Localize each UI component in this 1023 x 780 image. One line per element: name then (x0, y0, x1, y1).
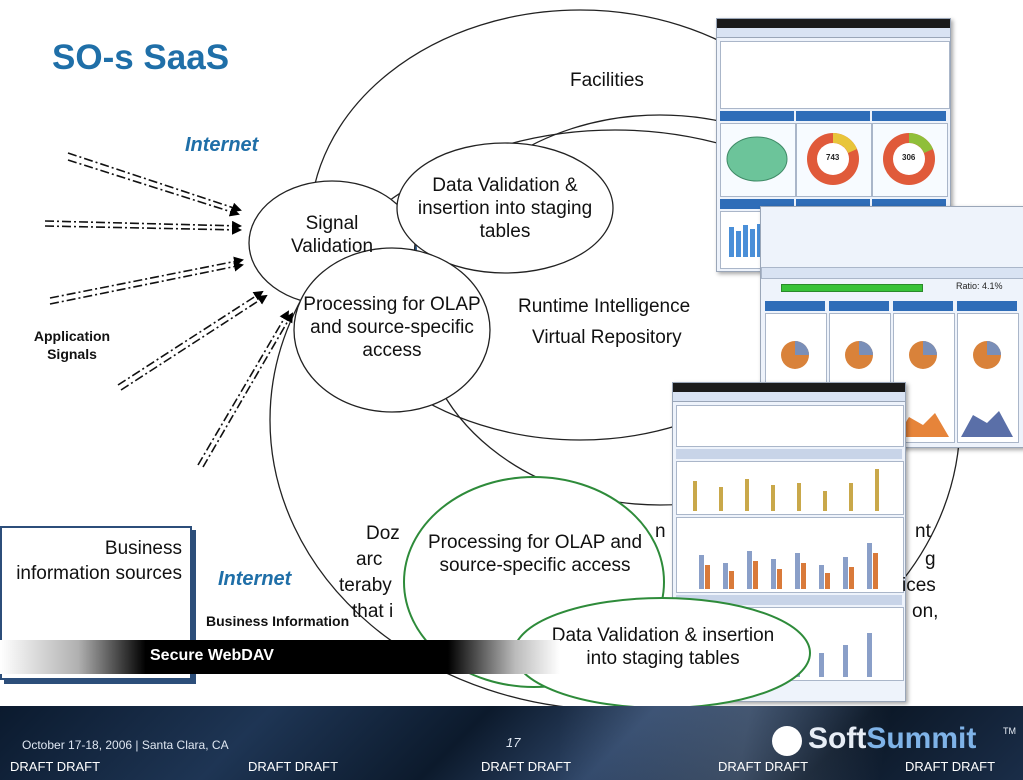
processing-top-label: Processing for OLAP and source-specific … (303, 294, 481, 361)
data-validation-top-bubble (396, 142, 614, 274)
data-validation-top-label: Data Validation & insertion into staging… (417, 175, 593, 242)
obscured-text-8: ices (902, 575, 936, 596)
business-information-label: Business Information (206, 613, 350, 629)
chart-count-1: 743 (826, 153, 840, 162)
runtime-intelligence-label: Runtime Intelligence (518, 296, 691, 317)
slide-title: SO-s SaaS (52, 38, 230, 77)
obscured-text-2: arc (356, 549, 383, 570)
virtual-repository-label: Virtual Repository (532, 327, 682, 348)
secure-webdav-bar (0, 640, 560, 674)
footer-band (0, 706, 1023, 780)
logo-trademark: TM (1003, 726, 1016, 736)
signal-arrows (44, 152, 294, 468)
footer-date: October 17-18, 2006 | Santa Clara, CA (22, 738, 229, 752)
signal-arrow (49, 256, 244, 299)
dashboard-screenshot-3-charts (693, 469, 879, 677)
obscured-text-1: Doz (366, 523, 400, 544)
obscured-text-9: on, (912, 601, 939, 622)
dashboard-screenshot-3 (672, 382, 906, 702)
obscured-text-5: n (655, 521, 666, 542)
signal-arrow (44, 224, 242, 235)
page-number: 17 (506, 735, 521, 750)
softsummit-logo-icon (772, 726, 802, 756)
internet-label-top: Internet (185, 134, 259, 156)
draft-mark-3: DRAFT DRAFT (481, 759, 572, 774)
logo-soft: Soft (808, 722, 867, 755)
signal-arrow (117, 290, 264, 386)
application-signals-label: Application Signals (33, 328, 111, 362)
signal-arrow (202, 312, 294, 468)
obscured-text-3: teraby (339, 575, 392, 596)
secure-webdav-label: Secure WebDAV (150, 647, 274, 664)
draft-mark-5: DRAFT DRAFT (905, 759, 996, 774)
processing-bottom-label: Processing for OLAP and source-specific … (427, 532, 643, 576)
softsummit-logo: SoftSummit (808, 722, 976, 756)
internet-label-bottom: Internet (218, 568, 292, 590)
obscured-text-4: that i (352, 601, 394, 622)
signal-validation-label: Signal Validation (290, 213, 374, 257)
signal-arrow (197, 310, 290, 466)
chart-count-2: 306 (902, 153, 916, 162)
draft-mark-2: DRAFT DRAFT (248, 759, 339, 774)
processing-top-bubble (293, 247, 491, 413)
signal-arrow (44, 220, 242, 231)
draft-mark-1: DRAFT DRAFT (10, 759, 101, 774)
signal-arrow (49, 261, 244, 305)
ratio-label: Ratio: 4.1% (956, 281, 1003, 291)
business-sources-label: Business information sources (16, 538, 182, 584)
obscured-text-7: g (925, 549, 936, 570)
draft-mark-4: DRAFT DRAFT (718, 759, 809, 774)
signal-arrow (120, 294, 268, 391)
facilities-label: Facilities (570, 70, 644, 91)
obscured-text-6: nt (915, 521, 931, 542)
logo-summit: Summit (866, 722, 977, 755)
signal-arrow (67, 159, 240, 217)
data-validation-bottom-label: Data Validation & insertion into staging… (551, 625, 775, 669)
signal-arrow (67, 152, 242, 213)
